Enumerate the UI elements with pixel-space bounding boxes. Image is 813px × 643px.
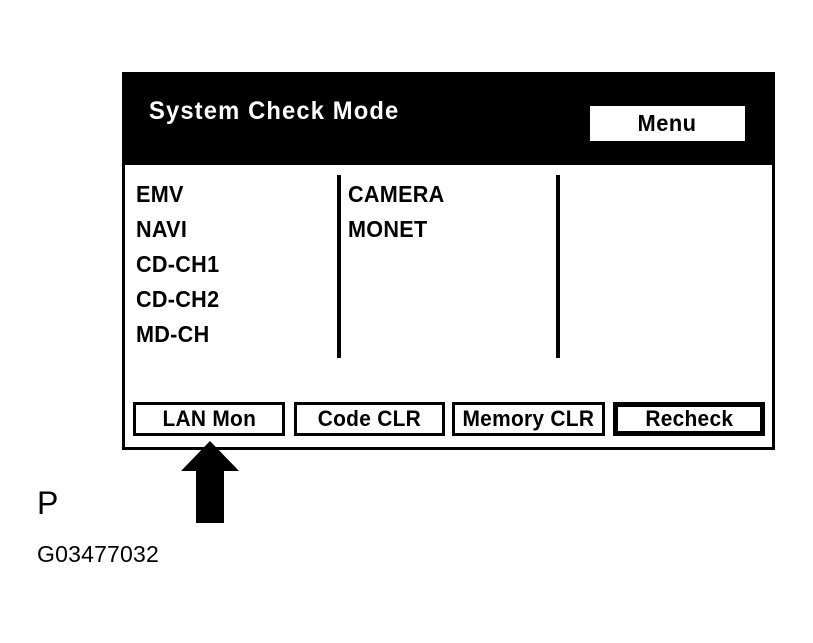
action-button-bar: LAN Mon Code CLR Memory CLR Recheck xyxy=(125,397,772,447)
menu-button[interactable]: Menu xyxy=(590,106,745,141)
list-item[interactable]: CD-CH1 xyxy=(136,251,220,277)
menu-button-label: Menu xyxy=(638,110,697,136)
recheck-button[interactable]: Recheck xyxy=(613,402,765,436)
list-item[interactable]: NAVI xyxy=(136,216,188,242)
list-item[interactable]: CD-CH2 xyxy=(136,286,220,312)
code-clr-button[interactable]: Code CLR xyxy=(294,402,445,436)
lan-mon-button[interactable]: LAN Mon xyxy=(133,402,285,436)
lan-mon-button-label: LAN Mon xyxy=(162,406,256,431)
recheck-button-label: Recheck xyxy=(645,406,733,431)
code-clr-button-label: Code CLR xyxy=(317,406,422,431)
caption-letter: P xyxy=(37,485,59,521)
memory-clr-button-label: Memory CLR xyxy=(462,406,595,431)
system-list-area: EMV NAVI CD-CH1 CD-CH2 MD-CH CAMERA MONE… xyxy=(125,165,772,397)
list-item[interactable]: MONET xyxy=(348,216,428,242)
page-title: System Check Mode xyxy=(149,97,400,125)
figure-id: G03477032 xyxy=(37,541,160,567)
panel-header: System Check Mode Menu xyxy=(125,75,772,165)
list-item[interactable]: MD-CH xyxy=(136,321,210,347)
list-item[interactable]: EMV xyxy=(136,181,184,207)
column-divider xyxy=(556,175,560,358)
system-check-panel: System Check Mode Menu EMV NAVI CD-CH1 C… xyxy=(122,72,775,450)
up-arrow-icon xyxy=(181,441,239,523)
list-item[interactable]: CAMERA xyxy=(348,181,445,207)
memory-clr-button[interactable]: Memory CLR xyxy=(452,402,605,436)
system-column-1: EMV NAVI CD-CH1 CD-CH2 MD-CH xyxy=(136,177,225,352)
column-divider xyxy=(337,175,341,358)
system-column-2: CAMERA MONET xyxy=(348,177,451,247)
